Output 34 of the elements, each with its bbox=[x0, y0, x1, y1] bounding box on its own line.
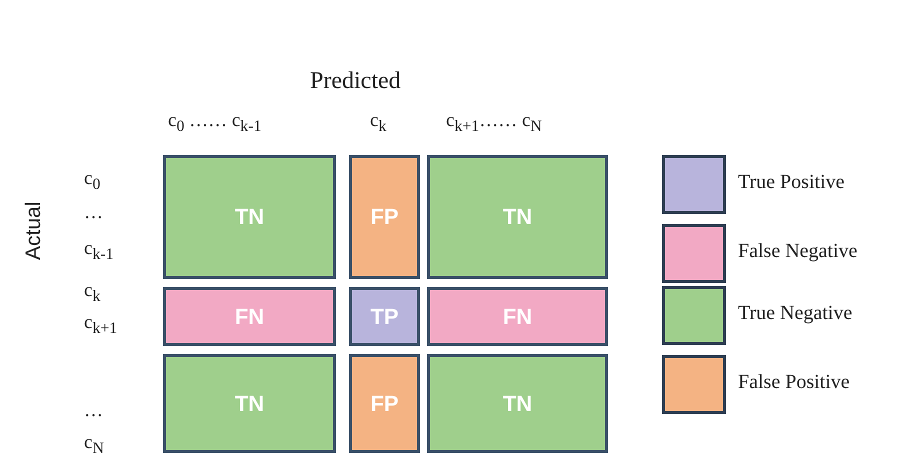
row-label: c$_{N}$ bbox=[84, 432, 104, 458]
column-label: c$_{k+1}$…… c$_{N}$ bbox=[446, 110, 542, 136]
column-label: c$_{0}$ …… c$_{k-1}$ bbox=[168, 110, 262, 136]
matrix-cell bbox=[427, 287, 608, 346]
row-label: c$_{k-1}$ bbox=[84, 238, 114, 264]
matrix-cell bbox=[163, 354, 336, 453]
legend-label: False Negative bbox=[738, 240, 858, 263]
cell-label: TN bbox=[502, 204, 532, 230]
matrix-cell bbox=[349, 155, 420, 279]
row-label: c$_{0}$ bbox=[84, 168, 100, 194]
cell-label: TN bbox=[234, 390, 264, 416]
column-label: c$_{k}$ bbox=[370, 110, 386, 136]
row-label: c$_{k}$ bbox=[84, 280, 100, 306]
matrix-cell bbox=[427, 155, 608, 279]
cell-label: TN bbox=[234, 204, 264, 230]
cell-label: FN bbox=[234, 304, 264, 330]
cell-label: FP bbox=[370, 390, 399, 416]
row-label: … bbox=[84, 400, 103, 422]
matrix-cell bbox=[163, 155, 336, 279]
row-label: … bbox=[84, 202, 103, 224]
matrix-cell bbox=[349, 354, 420, 453]
axis-title: Predicted bbox=[310, 68, 401, 95]
matrix-cell bbox=[163, 287, 336, 346]
cell-label: TN bbox=[502, 390, 532, 416]
matrix-cell bbox=[427, 354, 608, 453]
matrix-cell bbox=[349, 287, 420, 346]
legend-label: False Positive bbox=[738, 371, 850, 394]
cell-label: FP bbox=[370, 204, 399, 230]
legend-label: True Positive bbox=[738, 171, 845, 194]
cell-label: FN bbox=[502, 304, 532, 330]
legend-label: True Negative bbox=[738, 302, 852, 325]
cell-label: TP bbox=[370, 304, 399, 330]
axis-title: Actual bbox=[22, 202, 46, 260]
row-label: c$_{k+1}$ bbox=[84, 312, 118, 338]
